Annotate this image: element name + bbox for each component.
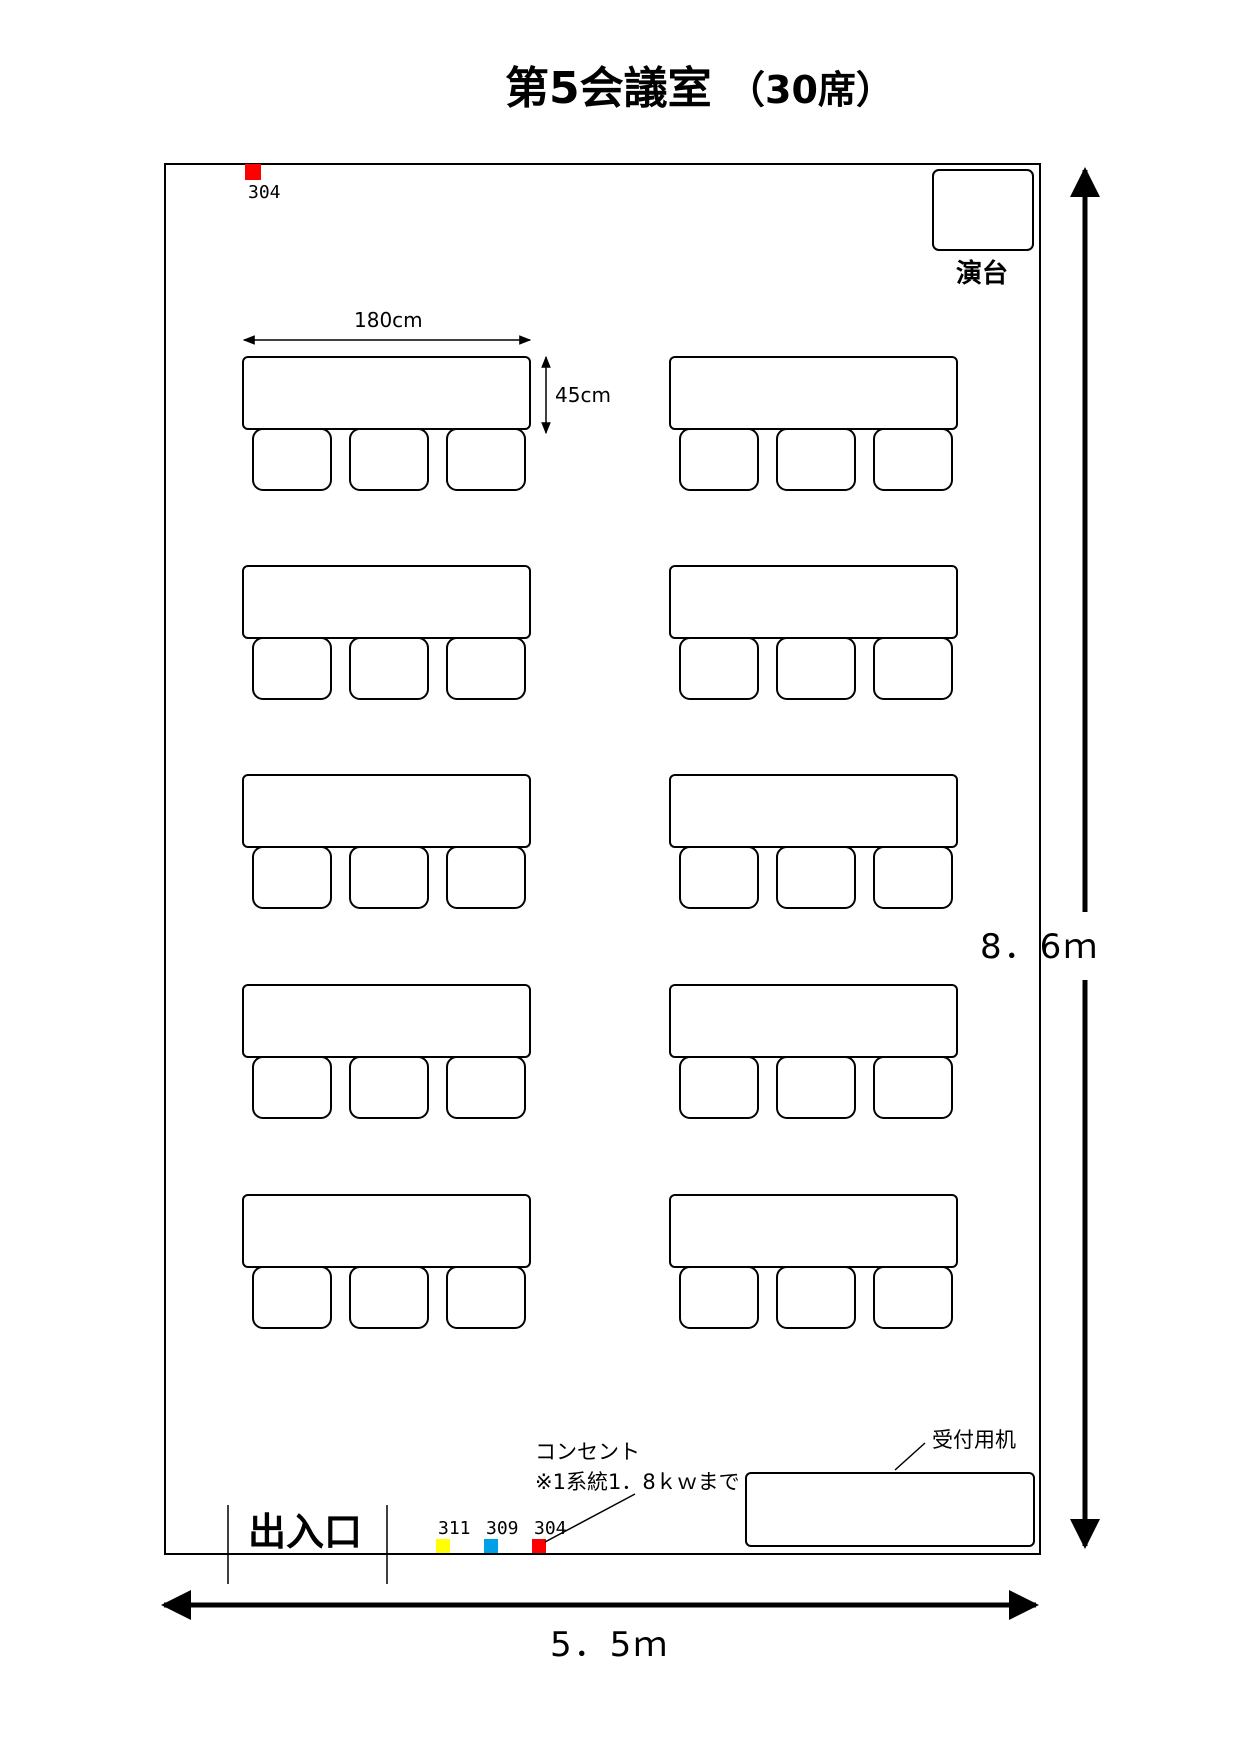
outlet-marker-311 <box>436 1539 450 1553</box>
chair-r5-c2-3 <box>873 1266 953 1329</box>
chair-r4-c1-1 <box>252 1056 332 1119</box>
table-r3-c2 <box>669 774 958 848</box>
chair-r3-c2-1 <box>679 846 759 909</box>
outlet-note-line1: コンセント <box>535 1440 640 1464</box>
room-outline <box>164 163 1041 1555</box>
table-r3-c1 <box>242 774 531 848</box>
entrance-label: 出入口 <box>248 1510 362 1554</box>
outlet-marker-top-left <box>245 164 261 180</box>
outlet-note-line2: ※1系統1．8ｋｗまで <box>535 1470 740 1494</box>
chair-r1-c2-3 <box>873 428 953 491</box>
height-dimension-label: 8．6ｍ <box>980 927 1099 967</box>
chair-r4-c2-3 <box>873 1056 953 1119</box>
chair-r4-c2-2 <box>776 1056 856 1119</box>
chair-r4-c2-1 <box>679 1056 759 1119</box>
chair-r1-c2-1 <box>679 428 759 491</box>
outlet-number-top-left: 304 <box>248 182 281 203</box>
seating-area <box>242 356 958 1329</box>
chair-r2-c1-3 <box>446 637 526 700</box>
chair-r3-c1-3 <box>446 846 526 909</box>
table-r2-c1 <box>242 565 531 639</box>
chair-r3-c2-3 <box>873 846 953 909</box>
chair-r4-c1-2 <box>349 1056 429 1119</box>
outlet-marker-309 <box>484 1539 498 1553</box>
chair-r4-c1-3 <box>446 1056 526 1119</box>
table-r1-c2 <box>669 356 958 430</box>
reception-desk <box>745 1472 1035 1547</box>
table-r1-c1 <box>242 356 531 430</box>
reception-leader-line <box>894 1442 926 1471</box>
chair-r2-c1-1 <box>252 637 332 700</box>
table-r5-c1 <box>242 1194 531 1268</box>
table-r5-c2 <box>669 1194 958 1268</box>
chair-r1-c1-1 <box>252 428 332 491</box>
table-r4-c1 <box>242 984 531 1058</box>
outlet-leader-line <box>544 1493 636 1543</box>
chair-r5-c1-1 <box>252 1266 332 1329</box>
chair-r2-c2-2 <box>776 637 856 700</box>
chair-r2-c1-2 <box>349 637 429 700</box>
outlet-number-309: 309 <box>486 1518 519 1539</box>
chair-r2-c2-3 <box>873 637 953 700</box>
table-depth-label: 45cm <box>555 383 611 407</box>
chair-r3-c1-1 <box>252 846 332 909</box>
chair-r5-c1-2 <box>349 1266 429 1329</box>
chair-r3-c2-2 <box>776 846 856 909</box>
chair-r1-c1-2 <box>349 428 429 491</box>
chair-r1-c2-2 <box>776 428 856 491</box>
chair-r3-c1-2 <box>349 846 429 909</box>
width-dimension-label: 5．5ｍ <box>550 1625 669 1665</box>
outlet-number-311: 311 <box>438 1518 471 1539</box>
podium <box>932 169 1034 251</box>
table-r4-c2 <box>669 984 958 1058</box>
chair-r5-c2-1 <box>679 1266 759 1329</box>
table-width-label: 180cm <box>354 308 423 332</box>
outlet-number-304: 304 <box>534 1518 567 1539</box>
outlet-marker-304 <box>532 1539 546 1553</box>
chair-r5-c2-2 <box>776 1266 856 1329</box>
page-title: 第5会議室 <box>505 63 712 114</box>
podium-label: 演台 <box>956 258 1008 289</box>
page-title-capacity: （30席） <box>727 68 894 112</box>
chair-r1-c1-3 <box>446 428 526 491</box>
reception-desk-label: 受付用机 <box>932 1428 1016 1452</box>
table-r2-c2 <box>669 565 958 639</box>
chair-r5-c1-3 <box>446 1266 526 1329</box>
chair-r2-c2-1 <box>679 637 759 700</box>
